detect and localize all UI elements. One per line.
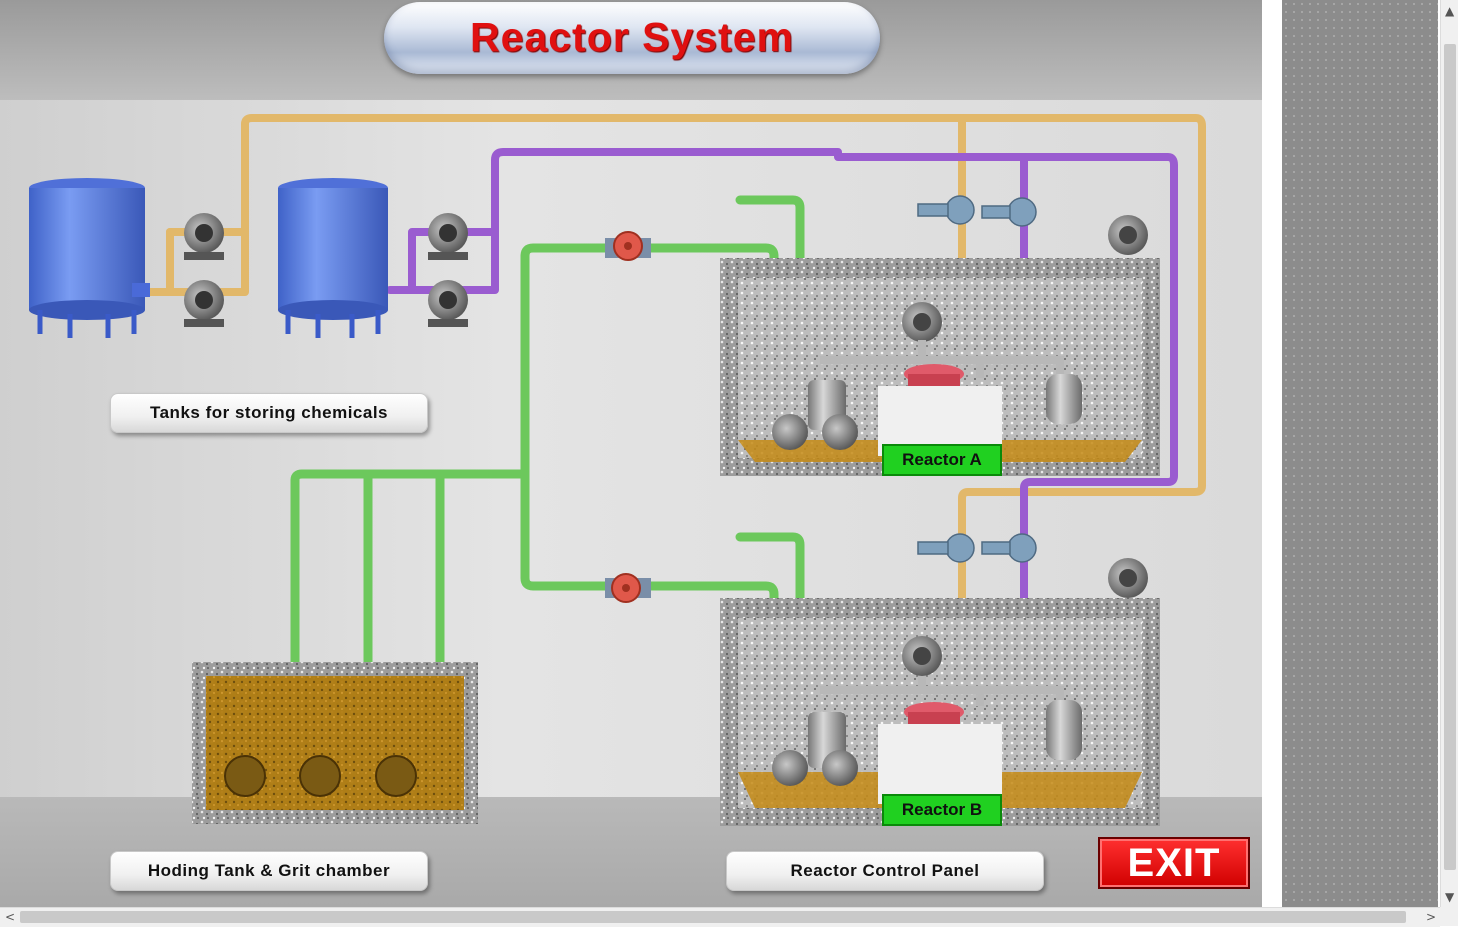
valve-icon: [605, 231, 651, 261]
valve-icon: [605, 573, 651, 603]
scroll-left-icon[interactable]: <: [5, 910, 16, 924]
pump-icon: [184, 280, 224, 327]
scroll-down-icon[interactable]: ▼: [1445, 890, 1455, 904]
exit-button[interactable]: EXIT: [1098, 837, 1250, 889]
reactor-a-basin: [720, 215, 1160, 476]
reactor-scene: Reactor System Tanks for storing chemica…: [0, 0, 1262, 907]
reactor-b-basin: [720, 558, 1160, 826]
pump-icon: [428, 280, 468, 327]
horizontal-scroll-thumb[interactable]: [20, 911, 1406, 923]
horizontal-scrollbar[interactable]: < >: [0, 907, 1440, 927]
orange-pipe: [141, 114, 1206, 616]
process-diagram: [29, 114, 1206, 826]
pump-icon: [184, 213, 224, 260]
holding-tank: [192, 662, 478, 824]
scrollbar-corner: [1440, 907, 1458, 926]
scroll-right-icon[interactable]: >: [1426, 910, 1437, 924]
scroll-up-icon[interactable]: ▲: [1445, 4, 1455, 18]
holding-tank-label[interactable]: Hoding Tank & Grit chamber: [110, 851, 428, 891]
chemical-tank-icon: [29, 178, 150, 338]
pump-icon: [428, 213, 468, 260]
side-panel: [1282, 0, 1438, 907]
chemical-tank-icon: [278, 178, 388, 338]
tanks-label[interactable]: Tanks for storing chemicals: [110, 393, 428, 433]
vertical-scrollbar[interactable]: ▲ ▼: [1440, 0, 1458, 907]
reactor-control-panel-button[interactable]: Reactor Control Panel: [726, 851, 1044, 891]
vertical-scroll-thumb[interactable]: [1444, 44, 1456, 870]
page-title: Reactor System: [384, 2, 880, 74]
mixer-icon: [904, 364, 964, 386]
reactor-a-label[interactable]: Reactor A: [882, 444, 1002, 476]
reactor-b-label[interactable]: Reactor B: [882, 794, 1002, 826]
mixer-icon: [904, 702, 964, 724]
valve-icon: [917, 195, 1037, 563]
